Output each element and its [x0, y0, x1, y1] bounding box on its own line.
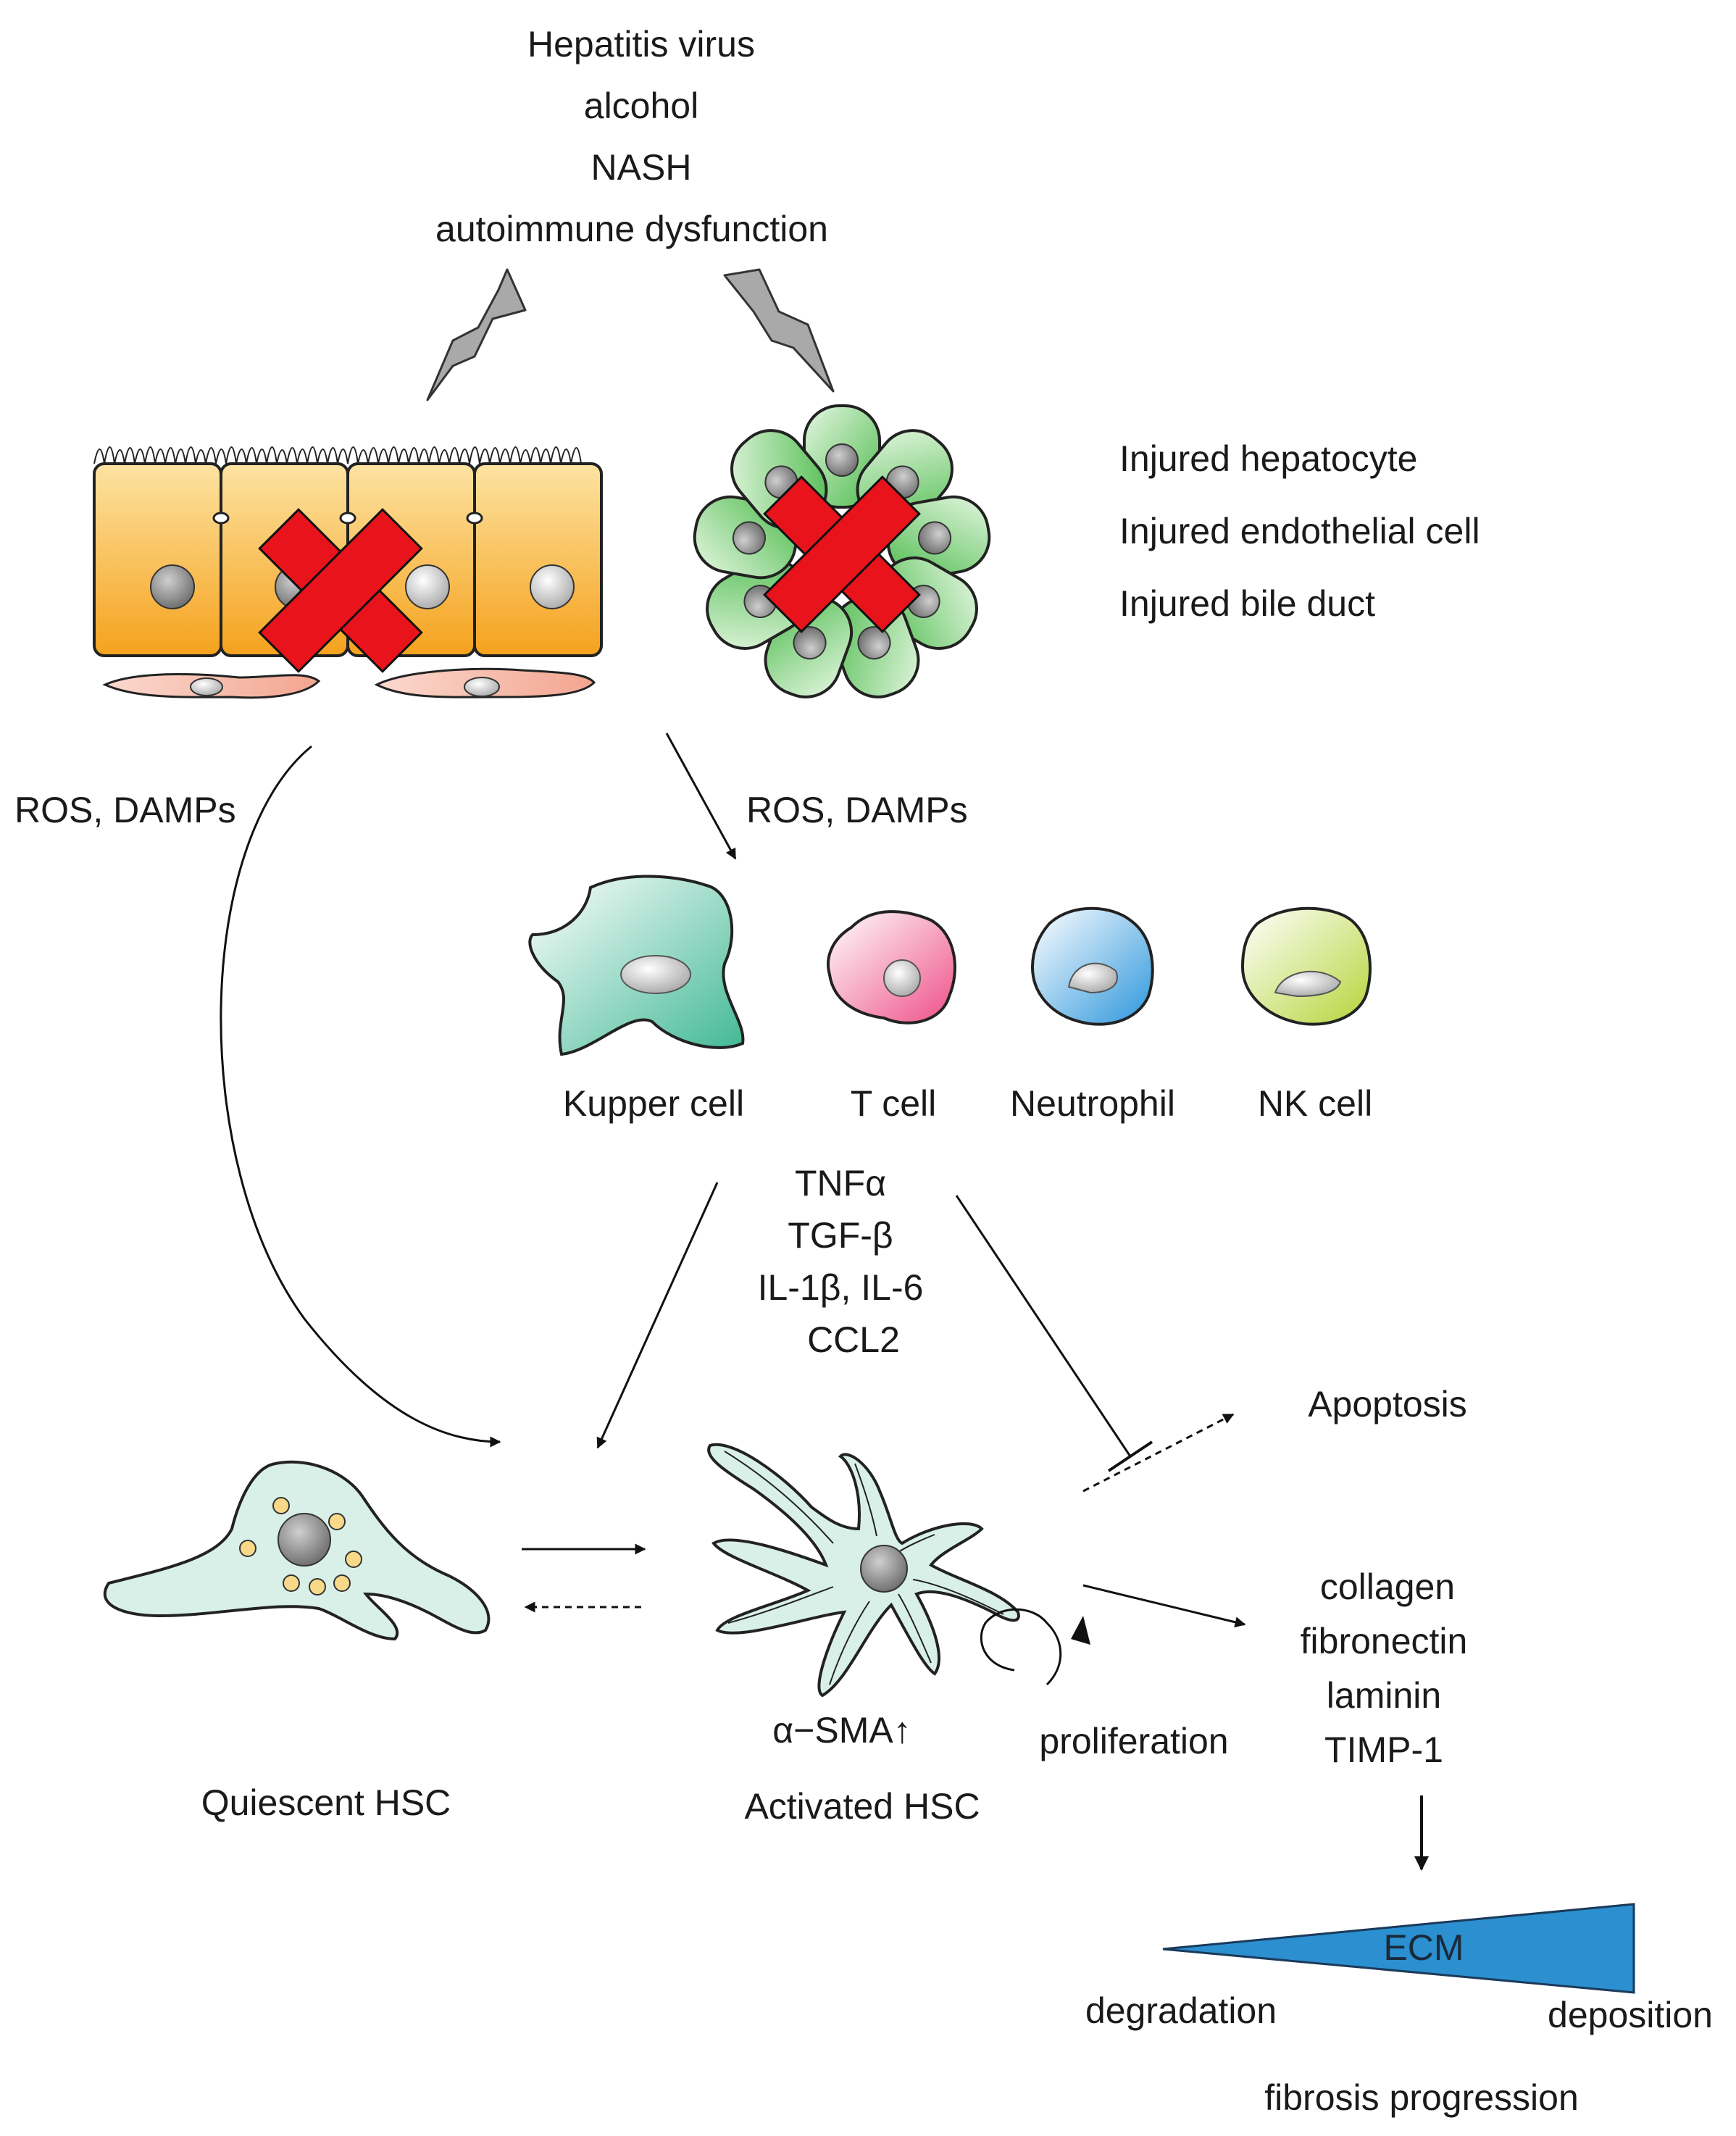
kupffer-cell — [528, 875, 745, 1056]
proliferation-loop-arrow — [980, 1608, 1062, 1686]
arrow-to-apoptosis-dashed — [1082, 1413, 1235, 1493]
label-ecm: ECM — [1383, 1927, 1464, 1968]
label-kupffer-cell: Kupper cell — [563, 1083, 744, 1124]
label-ros-damps-left: ROS, DAMPs — [14, 790, 236, 830]
label-deposition: deposition — [1548, 1995, 1713, 2035]
injury-x-bile-duct-icon — [763, 475, 921, 633]
arrow-activated-to-ecm — [1082, 1584, 1246, 1628]
causes-list: Hepatitis virus alcohol NASH autoimmune … — [435, 24, 828, 249]
label-quiescent-hsc: Quiescent HSC — [201, 1782, 451, 1823]
label-injured-bile-duct: Injured bile duct — [1119, 583, 1375, 624]
cause-autoimmune: autoimmune dysfunction — [435, 209, 828, 249]
injured-bile-duct — [693, 404, 991, 698]
nk-cell — [1240, 906, 1372, 1026]
ecm-product-list: collagen fibronectin laminin TIMP-1 — [1301, 1566, 1468, 1770]
injury-x-hepatocyte-icon — [258, 508, 423, 673]
immune-cell-labels: Kupper cell T cell Neutrophil NK cell — [563, 1083, 1372, 1124]
hepatocyte-nucleus-fragmented — [530, 564, 575, 609]
label-nk-cell: NK cell — [1258, 1083, 1372, 1124]
t-cell — [827, 910, 956, 1025]
hepatocyte-nucleus — [150, 564, 195, 609]
ecm-laminin: laminin — [1327, 1675, 1441, 1716]
tight-junction — [339, 512, 356, 525]
label-fibrosis-progression: fibrosis progression — [1264, 2077, 1579, 2118]
cause-hepatitis-virus: Hepatitis virus — [527, 24, 755, 64]
ecm-timp1: TIMP-1 — [1324, 1730, 1443, 1770]
ecm-wedge — [1162, 1903, 1635, 1994]
cause-nash: NASH — [591, 147, 692, 188]
arrow-ros-to-quiescent — [220, 745, 501, 1448]
cytokine-tnfa: TNFα — [795, 1163, 886, 1203]
cytokine-il1b-il6: IL-1β, IL-6 — [758, 1267, 924, 1308]
arrow-cytokines-to-activated — [596, 1182, 719, 1449]
lightning-left-icon — [426, 268, 527, 401]
hepatocyte-cell-4 — [473, 462, 603, 657]
microvilli — [93, 446, 582, 464]
label-apoptosis: Apoptosis — [1308, 1384, 1467, 1424]
proliferation-arrowhead-icon — [1071, 1616, 1090, 1645]
label-degradation: degradation — [1085, 1990, 1277, 2031]
injured-labels: Injured hepatocyte Injured endothelial c… — [1119, 438, 1480, 624]
tight-junction — [466, 512, 483, 525]
hepatocyte-cell-1 — [93, 462, 222, 657]
label-ros-damps-right: ROS, DAMPs — [746, 790, 968, 830]
hepatocyte-nucleus-fragmented — [405, 564, 450, 609]
label-injured-hepatocyte: Injured hepatocyte — [1119, 438, 1417, 479]
label-proliferation: proliferation — [1039, 1721, 1228, 1761]
cause-alcohol: alcohol — [584, 85, 698, 126]
arrow-ros-to-immune — [665, 733, 737, 860]
neutrophil — [1030, 906, 1154, 1026]
cytokine-list: TNFα TGF-β IL-1β, IL-6 CCL2 — [758, 1163, 924, 1360]
endothelial-nucleus — [190, 677, 223, 696]
inhibition-of-apoptosis — [955, 1195, 1153, 1472]
activated-hsc — [707, 1443, 1020, 1698]
label-activated-hsc: Activated HSC — [744, 1786, 980, 1827]
label-alpha-sma: α−SMA↑ — [772, 1710, 911, 1751]
quiescent-hsc — [103, 1460, 491, 1641]
endothelial-nucleus — [464, 677, 500, 697]
lightning-right-icon — [723, 268, 835, 393]
ecm-collagen: collagen — [1320, 1566, 1455, 1607]
label-injured-endothelial: Injured endothelial cell — [1119, 511, 1480, 551]
cytokine-tgfb: TGF-β — [788, 1215, 893, 1256]
tight-junction — [212, 512, 230, 525]
label-neutrophil: Neutrophil — [1010, 1083, 1175, 1124]
cytokine-ccl2: CCL2 — [807, 1319, 900, 1360]
ecm-fibronectin: fibronectin — [1301, 1621, 1468, 1661]
label-t-cell: T cell — [851, 1083, 937, 1124]
injured-hepatocyte-layer — [93, 446, 603, 699]
